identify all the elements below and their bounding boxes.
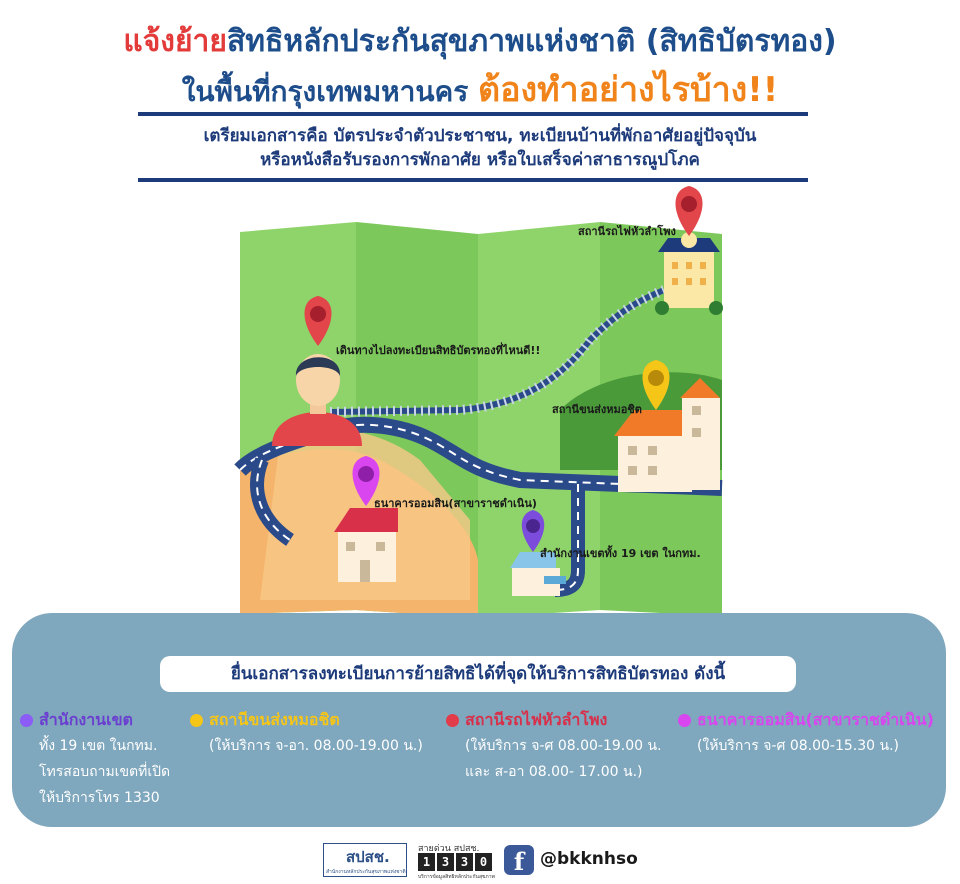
hotline-number: 1 3 3 0 <box>418 853 492 871</box>
subtitle-rest: ในพื้นที่กรุงเทพมหานคร <box>181 75 469 108</box>
main-title: แจ้งย้ายสิทธิหลักประกันสุขภาพแห่งชาติ (ส… <box>0 18 960 65</box>
facebook-icon: f <box>504 845 534 876</box>
location-district-office: สำนักงานเขต ทั้ง 19 เขต ในกทม. โทรสอบถาม… <box>20 708 170 811</box>
prep-line-1: เตรียมเอกสารคือ บัตรประจำตัวประชาชน, ทะเ… <box>203 126 757 146</box>
nhso-logo: สปสช. สำนักงานหลักประกันสุขภาพแห่งชาติ <box>323 843 407 877</box>
magenta-dot-icon <box>678 714 691 727</box>
bottom-divider <box>138 178 808 182</box>
map-illustration <box>234 186 723 618</box>
service-points-banner: ยื่นเอกสารลงทะเบียนการย้ายสิทธิได้ที่จุด… <box>160 656 796 692</box>
district-office-map-label: สำนักงานเขตทั้ง 19 เขต ในกทม. <box>540 547 701 560</box>
preparation-text: เตรียมเอกสารคือ บัตรประจำตัวประชาชน, ทะเ… <box>0 124 960 172</box>
train-station-map-label: สถานีรถไฟหัวลำโพง <box>578 225 676 238</box>
title-rest: สิทธิหลักประกันสุขภาพแห่งชาติ (สิทธิบัตร… <box>226 24 837 59</box>
facebook-handle: @bkknhso <box>540 849 638 869</box>
location-bus-station: สถานีขนส่งหมอชิต (ให้บริการ จ-อา. 08.00-… <box>190 708 423 759</box>
magenta-pin-icon <box>352 456 380 506</box>
info-panel <box>12 613 946 827</box>
hotline-label: สายด่วน สปสช. <box>418 844 480 854</box>
red-pin-icon <box>675 186 703 236</box>
red-pin-icon <box>304 296 332 346</box>
yellow-pin-icon <box>642 360 670 410</box>
subtitle: ในพื้นที่กรุงเทพมหานคร ต้องทำอย่างไรบ้าง… <box>0 62 960 116</box>
purple-dot-icon <box>20 714 33 727</box>
red-dot-icon <box>446 714 459 727</box>
hotline-subtext: บริการข้อมูลสิทธิหลักประกันสุขภาพ <box>418 874 495 880</box>
bus-station-map-label: สถานีขนส่งหมอชิต <box>552 403 642 416</box>
bank-map-label: ธนาคารออมสิน(สาขาราชดำเนิน) <box>374 497 537 510</box>
title-highlight: แจ้งย้าย <box>123 24 227 59</box>
person-question-label: เดินทางไปลงทะเบียนสิทธิบัตรทองที่ไหนดี!! <box>336 344 541 357</box>
top-divider <box>138 112 808 116</box>
location-bank: ธนาคารออมสิน(สาขาราชดำเนิน) (ให้บริการ จ… <box>678 708 934 759</box>
subtitle-highlight: ต้องทำอย่างไรบ้าง!! <box>478 70 779 110</box>
purple-pin-icon <box>521 510 545 552</box>
prep-line-2: หรือหนังสือรับรองการพักอาศัย หรือใบเสร็จ… <box>260 150 700 170</box>
location-train-station: สถานีรถไฟหัวลำโพง (ให้บริการ จ-ศ 08.00-1… <box>446 708 662 785</box>
yellow-dot-icon <box>190 714 203 727</box>
